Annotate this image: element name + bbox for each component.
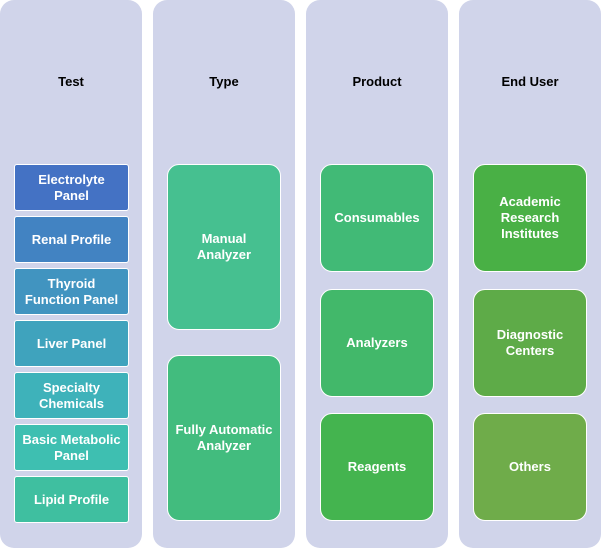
type-column-title: Type [209,74,239,89]
test-item-lipid-profile: Lipid Profile [14,476,129,523]
end-user-item-others: Others [473,413,587,521]
product-column-title: Product [352,74,402,89]
test-item-liver-panel: Liver Panel [14,320,129,367]
test-item-renal-profile: Renal Profile [14,216,129,263]
product-item-consumables: Consumables [320,164,434,272]
product-item-reagents: Reagents [320,413,434,521]
end-user-column-title: End User [501,74,559,89]
product-column: Product Consumables Analyzers Reagents [306,0,448,548]
product-item-analyzers: Analyzers [320,289,434,397]
test-column-title: Test [58,74,84,89]
